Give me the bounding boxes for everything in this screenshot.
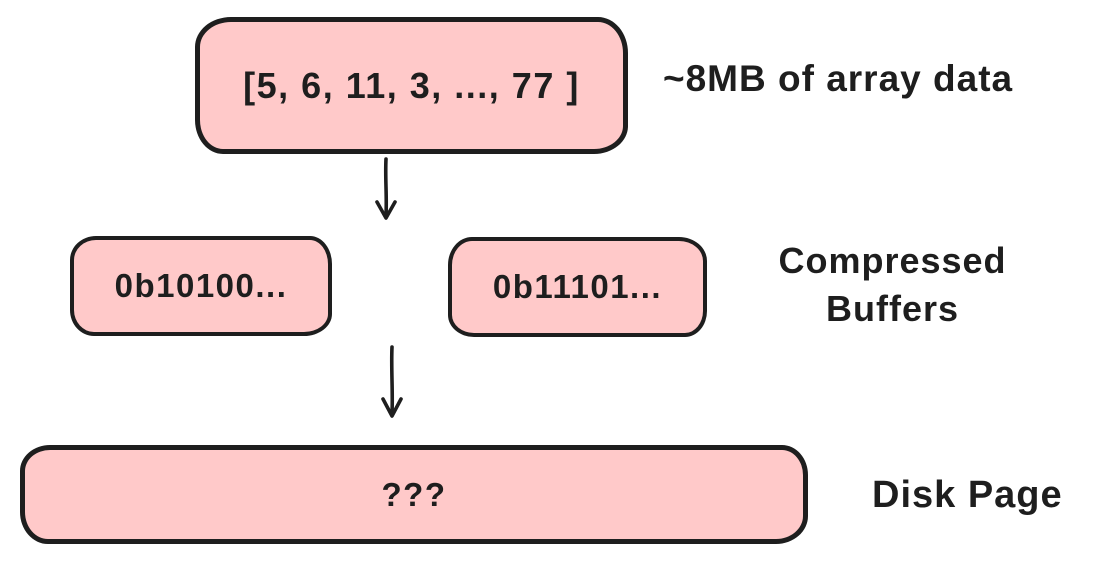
- disk-page-label: Disk Page: [872, 474, 1063, 516]
- disk-page-node: ???: [20, 445, 808, 544]
- arrow-shaft: [389, 345, 395, 415]
- compressed-buffers-label-line2: Buffers: [825, 288, 960, 329]
- arrow-down-icon-2: [381, 345, 403, 418]
- array-data-text: [5, 6, 11, 3, ..., 77 ]: [243, 64, 580, 106]
- compressed-buffer-node-1: 0b10100...: [70, 236, 332, 336]
- compressed-buffers-label: Compressed Buffers: [770, 237, 1015, 333]
- compressed-buffers-label-line1: Compressed: [778, 240, 1007, 281]
- array-data-node: [5, 6, 11, 3, ..., 77 ]: [195, 17, 628, 154]
- arrow-head: [381, 397, 403, 418]
- arrow-head: [375, 200, 397, 220]
- compressed-buffer-node-2: 0b11101...: [448, 237, 707, 337]
- disk-page-text: ???: [381, 475, 447, 513]
- array-size-label: ~8MB of array data: [663, 58, 1014, 99]
- arrow-shaft: [383, 157, 389, 217]
- compressed-buffer-text-2: 0b11101...: [492, 268, 663, 305]
- arrow-down-icon-1: [375, 157, 397, 220]
- compressed-buffer-text-1: 0b10100...: [114, 267, 288, 304]
